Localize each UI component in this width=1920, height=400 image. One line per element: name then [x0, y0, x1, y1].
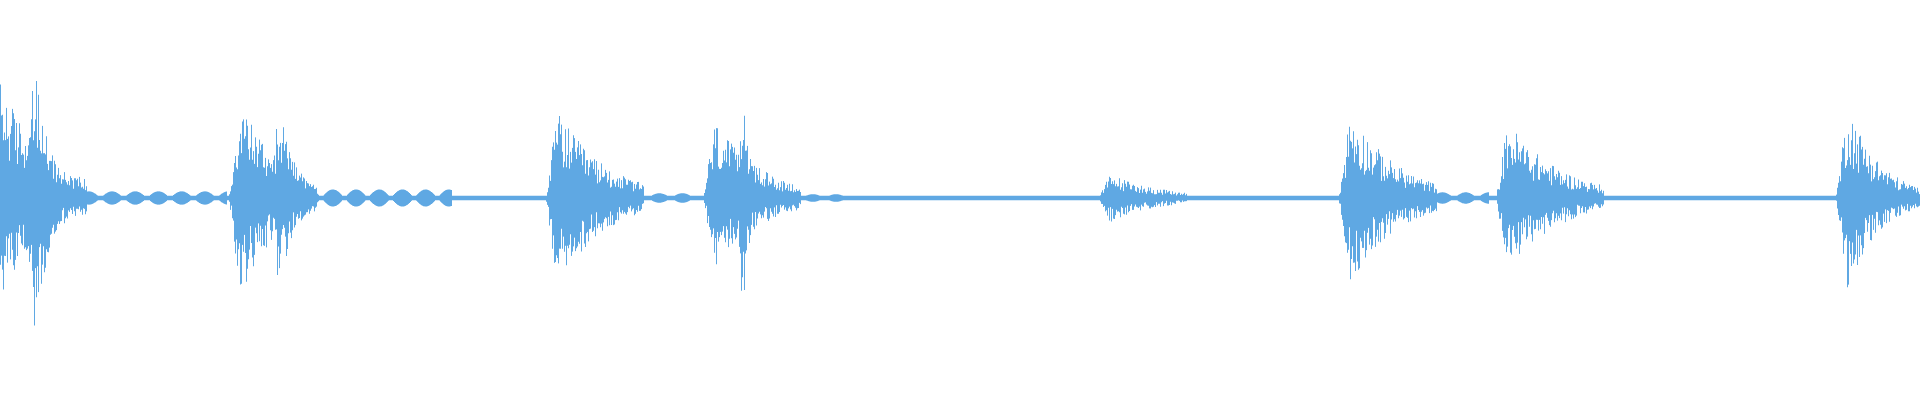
waveform-amplitude-path [0, 81, 1920, 326]
waveform-samples [0, 81, 1920, 326]
